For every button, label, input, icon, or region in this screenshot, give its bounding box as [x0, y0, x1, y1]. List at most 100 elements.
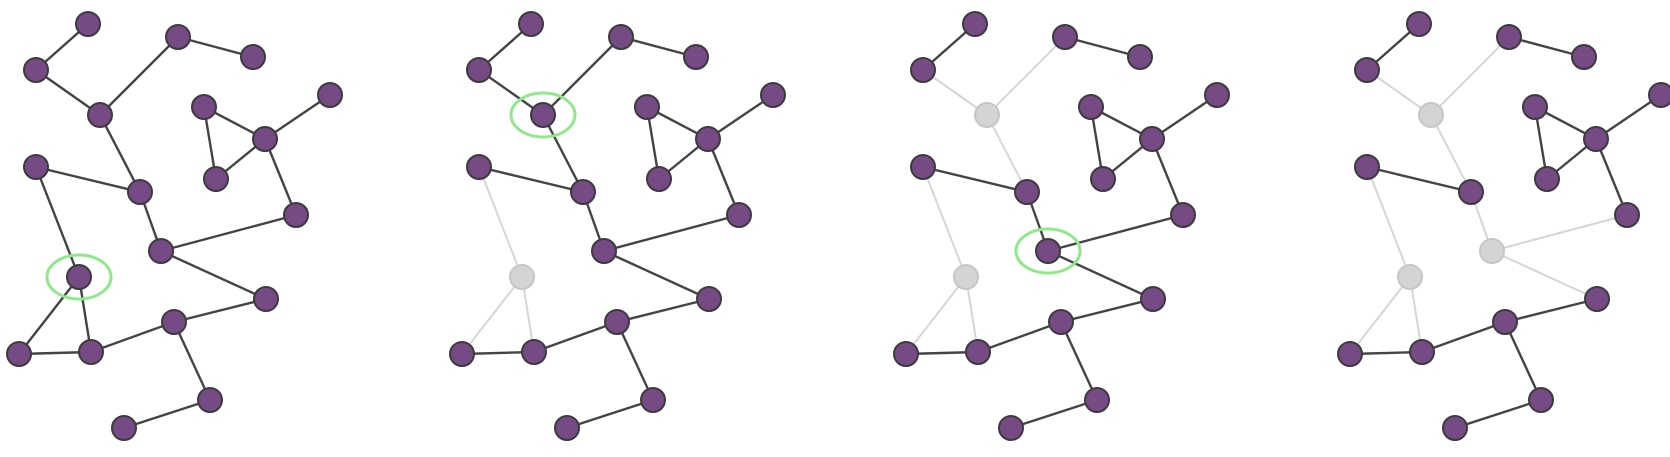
graph-node	[760, 82, 786, 108]
graph-edge	[98, 113, 142, 194]
graph-edge	[1430, 36, 1510, 116]
graph-edge	[602, 213, 741, 253]
graph-node	[466, 154, 492, 180]
graph-node-removed	[1418, 102, 1444, 128]
graph-edge	[1503, 320, 1543, 402]
graph-edge	[1365, 165, 1473, 194]
graph-node	[726, 202, 752, 228]
graph-node	[1052, 24, 1078, 50]
graph-node	[240, 44, 266, 70]
graph-edge	[706, 93, 775, 141]
graph-panel-3	[893, 11, 1230, 441]
graph-edge	[1491, 214, 1628, 252]
graph-edge	[263, 137, 298, 217]
graph-node	[1534, 166, 1560, 192]
graph-node	[78, 339, 104, 365]
graph-edge	[89, 320, 176, 354]
graph-node	[111, 415, 137, 441]
graph-node	[1078, 94, 1104, 120]
graph-node	[317, 82, 343, 108]
graph-edge	[34, 165, 142, 194]
graph-node	[6, 341, 32, 367]
graph-edge	[1046, 249, 1155, 301]
graph-node	[998, 415, 1024, 441]
graph-node	[1496, 24, 1522, 50]
graph-edge	[976, 320, 1063, 354]
graph-edge	[478, 166, 523, 278]
graph-edge	[1009, 398, 1099, 430]
graph-node	[23, 57, 49, 83]
graph-node	[283, 202, 309, 228]
graph-edge	[159, 249, 268, 301]
graph-edge	[263, 93, 332, 141]
graph-node	[75, 11, 101, 37]
graph-edge	[17, 275, 81, 356]
graph-edge	[541, 35, 623, 117]
graph-node	[683, 44, 709, 70]
graph-edge	[1430, 114, 1472, 193]
graph-edge	[461, 276, 523, 355]
graph-node	[1035, 238, 1061, 264]
graph-edge	[986, 36, 1066, 116]
graph-node	[197, 387, 223, 413]
graph-node	[634, 94, 660, 120]
graph-node	[910, 154, 936, 180]
graph-edge	[172, 320, 212, 402]
graph-edge	[541, 113, 585, 194]
graph-node-removed	[509, 264, 535, 290]
graph-node	[1522, 94, 1548, 120]
graph-edge	[986, 114, 1028, 193]
graph-node-removed	[1397, 264, 1423, 290]
graph-node	[466, 57, 492, 83]
graph-edge	[1594, 137, 1629, 217]
graph-panel-2	[449, 11, 786, 441]
graph-node	[1354, 154, 1380, 180]
graph-node	[203, 166, 229, 192]
graph-edge	[1366, 166, 1411, 278]
graph-edge	[922, 69, 988, 116]
graph-node	[165, 24, 191, 50]
graph-node	[87, 102, 113, 128]
graph-edge	[1366, 69, 1432, 116]
graph-node	[1583, 126, 1609, 152]
graph-node	[449, 341, 475, 367]
graph-node	[1409, 339, 1435, 365]
graph-node	[893, 341, 919, 367]
graph-node	[66, 264, 92, 290]
graph-node	[1458, 179, 1484, 205]
graph-edge	[1503, 297, 1599, 324]
graph-node-removed	[974, 102, 1000, 128]
graph-edge	[1594, 93, 1663, 141]
graph-node	[695, 126, 721, 152]
graph-node	[252, 126, 278, 152]
graph-edge	[1150, 137, 1185, 217]
graph-node	[640, 387, 666, 413]
graph-node	[127, 179, 153, 205]
graph-panel-4	[1337, 11, 1670, 441]
graph-node	[1204, 82, 1230, 108]
graph-node	[191, 94, 217, 120]
graph-edge	[602, 249, 711, 301]
graph-edge	[34, 165, 81, 279]
graph-node	[1090, 166, 1116, 192]
highlight-ring	[509, 91, 577, 139]
graph-edge	[122, 398, 212, 430]
graph-node	[1354, 57, 1380, 83]
graph-node	[1048, 309, 1074, 335]
graph-node	[521, 339, 547, 365]
graph-node	[1139, 126, 1165, 152]
graph-edge	[98, 35, 180, 117]
graph-panel-1	[6, 11, 343, 441]
graph-node	[1406, 11, 1432, 37]
graph-edge	[1059, 320, 1099, 402]
highlight-ring	[1014, 227, 1082, 275]
graph-node	[1014, 179, 1040, 205]
graph-node	[1584, 286, 1610, 312]
graph-node	[1170, 202, 1196, 228]
graph-node	[1571, 44, 1597, 70]
graph-node-removed	[1479, 238, 1505, 264]
graph-edge	[615, 320, 655, 402]
graph-edge	[706, 137, 741, 217]
graph-node	[253, 286, 279, 312]
graph-node	[1140, 286, 1166, 312]
